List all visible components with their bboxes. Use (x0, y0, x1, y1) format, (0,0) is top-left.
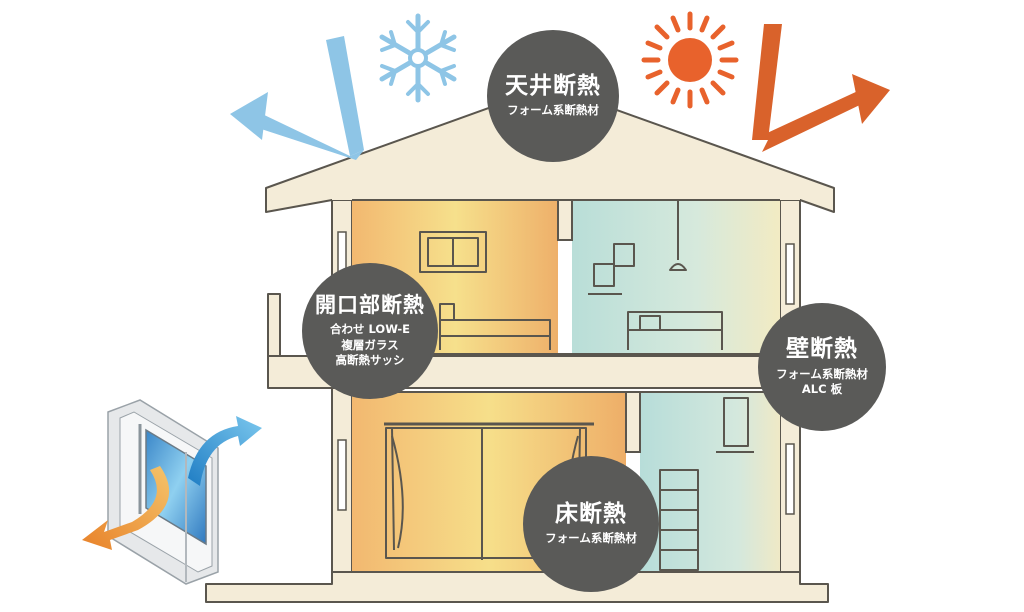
floor-insulation-badge: 床断熱 フォーム系断熱材 (523, 456, 659, 592)
window-right-lower (785, 443, 795, 515)
furniture (384, 200, 754, 571)
room-lower-right (640, 392, 780, 572)
room-upper-right (572, 200, 780, 354)
wall-insulation-title: 壁断熱 (786, 336, 858, 363)
sun-icon (641, 11, 739, 109)
snowflake-icon (379, 13, 457, 103)
cold-reflect-arrow-icon (230, 36, 364, 160)
balcony-parapet (267, 293, 281, 357)
opening-insulation-sash: 高断熱サッシ (335, 353, 405, 368)
floor-insulation-title: 床断熱 (555, 501, 627, 528)
floor-insulation-material: フォーム系断熱材 (545, 531, 637, 546)
ceiling-insulation-title: 天井断熱 (505, 73, 601, 100)
partition-upper (557, 199, 573, 241)
partition-lower (625, 391, 641, 453)
wall-insulation-badge: 壁断熱 フォーム系断熱材 ALC 板 (758, 303, 886, 431)
ceiling-insulation-badge: 天井断熱 フォーム系断熱材 (487, 30, 619, 162)
ceiling-insulation-material: フォーム系断熱材 (507, 103, 599, 118)
window-heat-arrow (82, 466, 170, 550)
wall-insulation-board: ALC 板 (801, 382, 843, 397)
opening-insulation-pane: 複層ガラス (341, 337, 399, 352)
window-left-lower (337, 439, 347, 511)
foundation (205, 571, 829, 603)
window-cool-arrow (188, 416, 262, 486)
window-right-upper (785, 243, 795, 305)
wall-insulation-material: フォーム系断熱材 (776, 366, 868, 381)
opening-insulation-badge: 開口部断熱 合わせ LOW-E 複層ガラス 高断熱サッシ (302, 263, 438, 399)
opening-insulation-title: 開口部断熱 (315, 293, 425, 318)
heat-reflect-arrow-icon (752, 24, 890, 152)
opening-insulation-glass: 合わせ LOW-E (330, 322, 410, 337)
